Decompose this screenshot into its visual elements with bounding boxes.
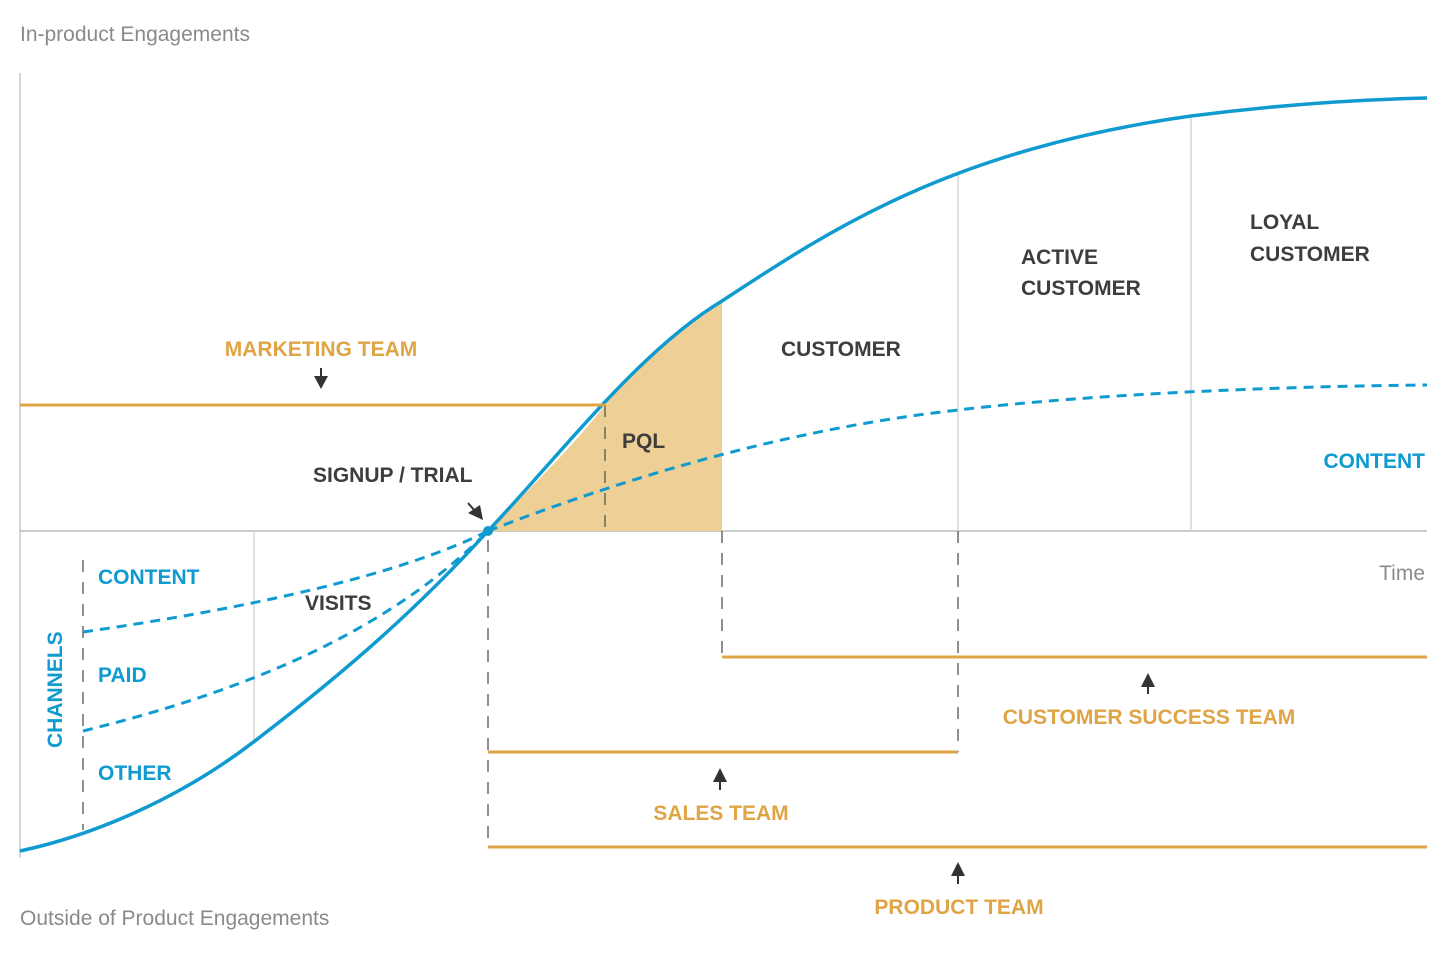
sales-arrow-icon [713, 768, 727, 790]
y-axis-bottom-label: Outside of Product Engagements [20, 907, 329, 930]
engagement-curve [19, 96, 1428, 853]
x-axis-label: Time [1379, 562, 1425, 585]
product-team-label: PRODUCT TEAM [874, 896, 1043, 919]
paid-channel-label: PAID [98, 664, 147, 687]
loyal-customer-label-line2: CUSTOMER [1250, 243, 1370, 266]
customer-label: CUSTOMER [781, 338, 901, 361]
content-curve-right [487, 383, 1428, 533]
signup-trial-label: SIGNUP / TRIAL [313, 464, 473, 487]
channels-label: CHANNELS [44, 631, 67, 748]
loyal-customer-label-line1: LOYAL [1250, 211, 1319, 234]
marketing-team-label: MARKETING TEAM [225, 338, 418, 361]
active-customer-label-line1: ACTIVE [1021, 246, 1098, 269]
content-right-label: CONTENT [1324, 450, 1426, 473]
marketing-arrow-icon [314, 368, 328, 389]
active-customer-label-line2: CUSTOMER [1021, 277, 1141, 300]
signup-arrow-icon [467, 502, 483, 520]
content-channel-label: CONTENT [98, 566, 200, 589]
signup-point [483, 526, 493, 536]
other-channel-label: OTHER [98, 762, 172, 785]
y-axis-top-label: In-product Engagements [20, 23, 250, 46]
content-channel-curve [82, 529, 489, 634]
product-arrow-icon [951, 862, 965, 884]
visits-label: VISITS [305, 592, 372, 615]
sales-team-label: SALES TEAM [653, 802, 788, 825]
pql-label: PQL [622, 430, 665, 453]
paid-channel-curve [82, 529, 490, 733]
customer-success-arrow-icon [1141, 673, 1155, 694]
customer-success-team-label: CUSTOMER SUCCESS TEAM [1003, 706, 1295, 729]
